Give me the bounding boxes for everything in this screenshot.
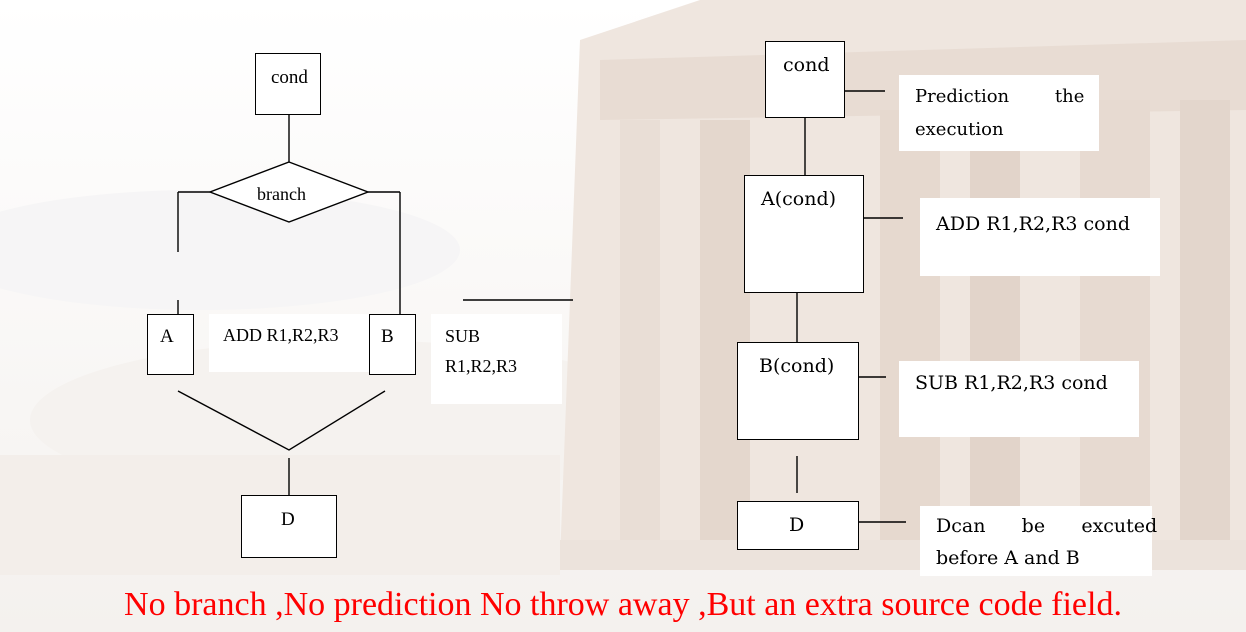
cond-label-right: cond bbox=[783, 54, 830, 76]
cond-box-right: cond bbox=[765, 41, 845, 118]
d-box-left: D bbox=[241, 495, 337, 558]
sub-instruction-label: SUB R1,R2,R3 bbox=[431, 314, 562, 404]
a-cond-label: A(cond) bbox=[761, 188, 837, 210]
branch-label: branch bbox=[257, 184, 306, 204]
cond-box: cond bbox=[255, 53, 321, 115]
b-label: B bbox=[381, 326, 394, 347]
d-label-right: D bbox=[789, 514, 805, 536]
d-label-left: D bbox=[281, 509, 295, 530]
prediction-note: Prediction the execution bbox=[899, 75, 1099, 151]
b-cond-label: B(cond) bbox=[759, 355, 835, 377]
d-execution-note: Dcan be excuted before A and B bbox=[920, 506, 1157, 576]
a-box: A bbox=[147, 314, 194, 375]
a-cond-box: A(cond) bbox=[744, 175, 864, 293]
d-box-right: D bbox=[737, 501, 859, 550]
b-cond-box: B(cond) bbox=[737, 342, 859, 440]
a-label: A bbox=[160, 326, 174, 347]
cond-label: cond bbox=[271, 67, 308, 88]
add-instruction-label: ADD R1,R2,R3 bbox=[209, 314, 369, 372]
add-cond-note: ADD R1,R2,R3 cond bbox=[920, 198, 1160, 276]
slide-caption: No branch ,No prediction No throw away ,… bbox=[124, 586, 1122, 623]
sub-cond-note: SUB R1,R2,R3 cond bbox=[899, 361, 1139, 437]
b-box: B bbox=[369, 314, 416, 375]
